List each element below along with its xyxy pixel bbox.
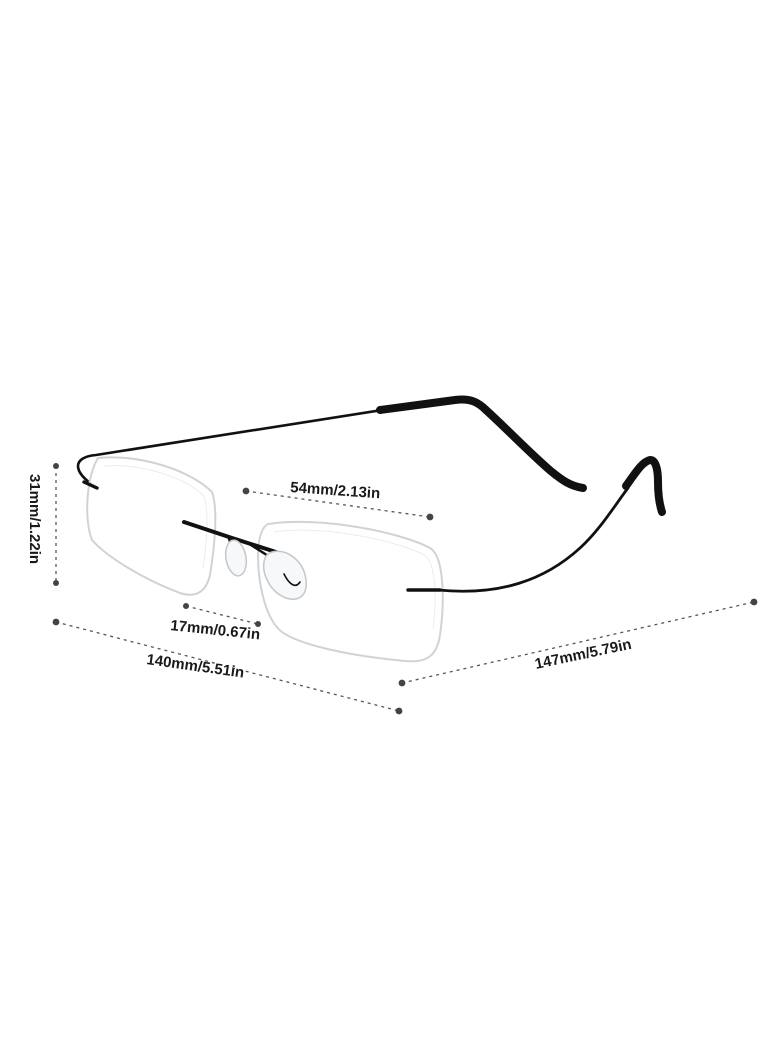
temple-length-dimension: 147mm/5.79in — [398, 598, 758, 687]
bridge — [182, 520, 278, 554]
temple-length-label: 147mm/5.79in — [533, 636, 633, 673]
left-lens — [86, 456, 217, 596]
lens-height-dimension: 31mm/1.22in — [26, 463, 59, 586]
far-temple-tip — [376, 395, 587, 492]
right-lens — [256, 520, 444, 663]
near-temple-tip — [622, 456, 666, 516]
lens-height-label: 31mm/1.22in — [26, 474, 43, 564]
eyeglasses-illustration — [76, 395, 666, 663]
lens-width-label: 54mm/2.13in — [290, 479, 381, 502]
lens-width-dimension: 54mm/2.13in — [242, 479, 434, 521]
near-temple-arm — [436, 486, 630, 593]
bridge-width-dimension: 17mm/0.67in — [170, 603, 261, 643]
frame-width-label: 140mm/5.51in — [145, 651, 245, 682]
nose-pad-left — [224, 539, 248, 577]
left-end-piece — [82, 480, 99, 490]
